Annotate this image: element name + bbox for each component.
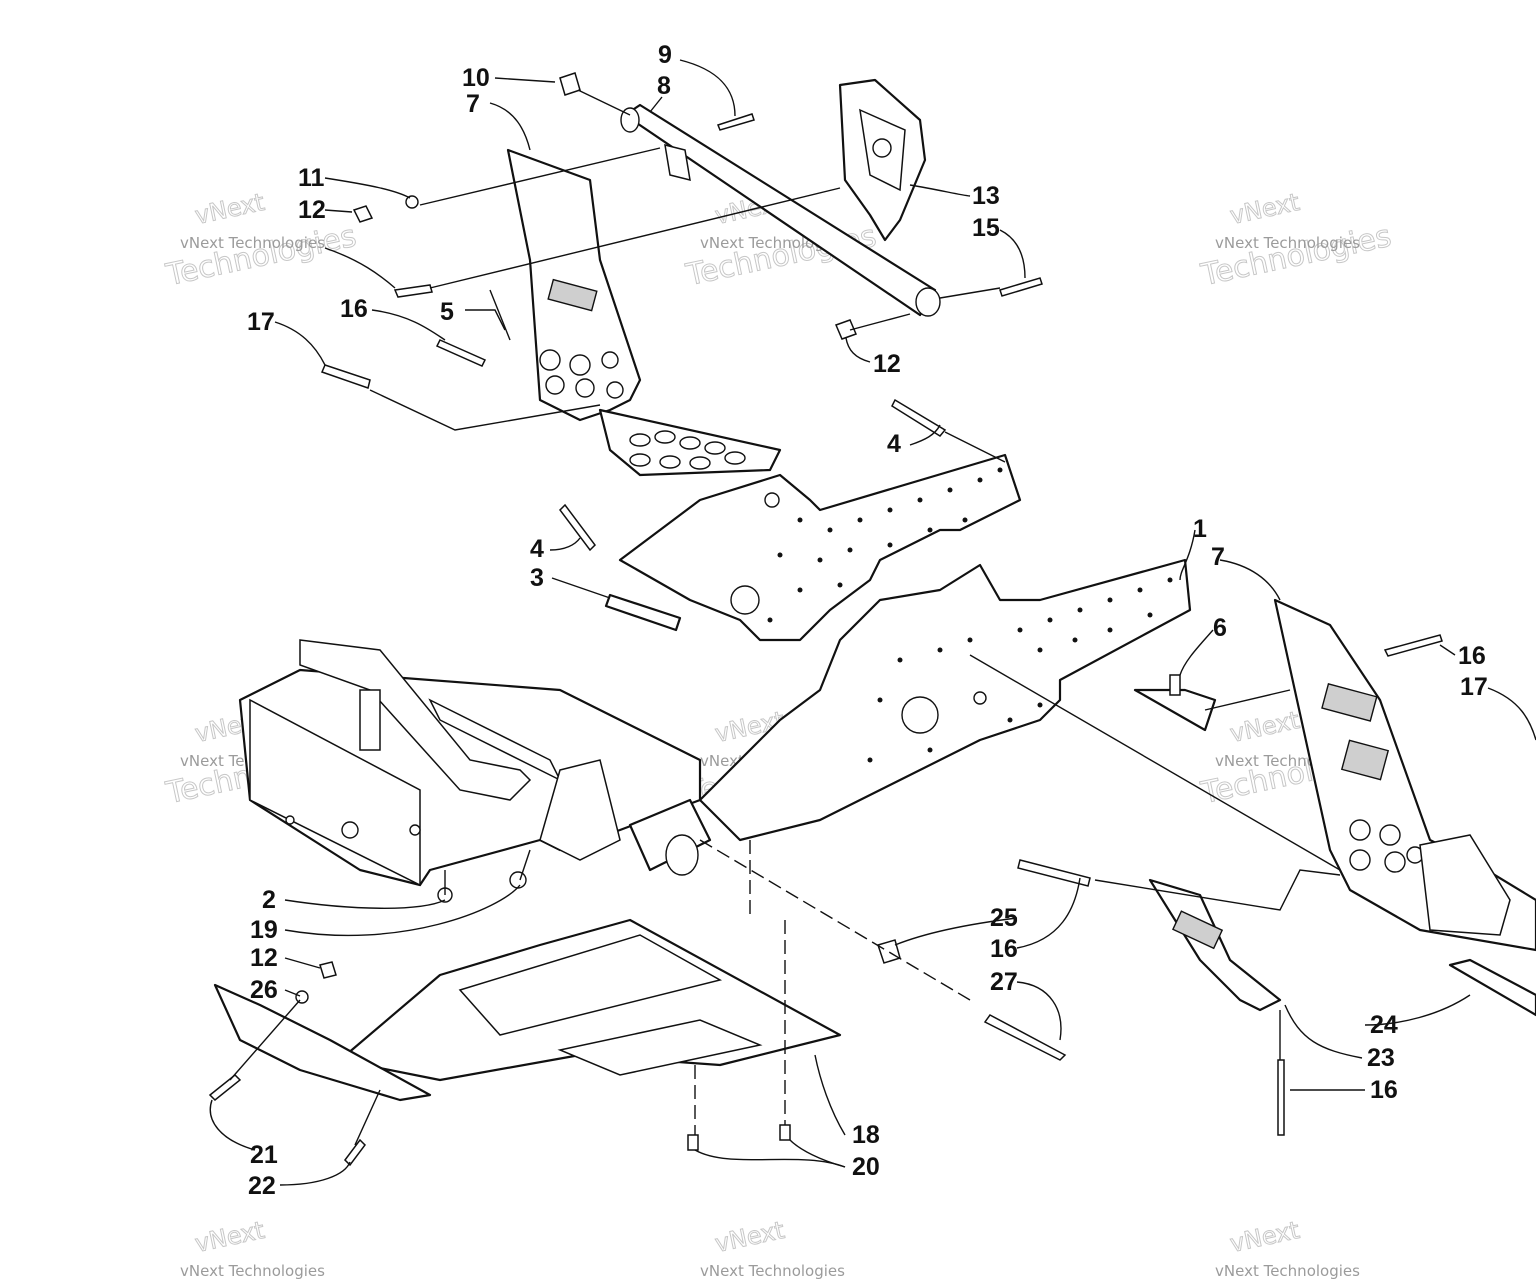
belly-pan	[213, 918, 842, 1102]
rivet-16	[1017, 859, 1091, 887]
watermark-brand: vNext	[192, 188, 266, 230]
callout-12: 12	[250, 944, 278, 972]
trim-strip	[604, 593, 682, 632]
callout-3: 3	[530, 564, 544, 592]
callout-labels: 10 9 8 7 11 12 13 15 12 16 5 17 4 4 3 1 …	[247, 41, 1488, 1200]
hardware	[208, 72, 1443, 1167]
callout-21: 21	[250, 1141, 278, 1169]
watermark-brand: vNext	[192, 1216, 266, 1258]
callout-22: 22	[248, 1172, 276, 1200]
watermark-text: vNext Technologies	[700, 1262, 845, 1280]
bolt-15	[999, 277, 1043, 297]
watermark-brand: vNext	[712, 1216, 786, 1258]
callout-23: 23	[1367, 1044, 1395, 1072]
watermark-large: Technologies	[163, 219, 360, 294]
plug-10	[559, 72, 581, 96]
callout-1: 1	[1193, 515, 1207, 543]
steering-support-bracket	[838, 78, 927, 242]
rivet-16	[1383, 634, 1443, 657]
callout-11: 11	[298, 164, 325, 192]
callout-25: 25	[990, 904, 1018, 932]
screw-22	[344, 1138, 366, 1167]
callout-15: 15	[972, 214, 1000, 242]
bolt	[393, 284, 433, 298]
callout-9: 9	[658, 41, 672, 69]
nut-12	[834, 319, 858, 340]
rivet-4	[559, 503, 596, 552]
callout-10: 10	[462, 64, 490, 92]
watermark-brand: vNext	[1227, 188, 1301, 230]
callout-17: 17	[1460, 673, 1488, 701]
rivet-16	[435, 339, 487, 367]
bracket-post	[1169, 674, 1181, 696]
rivet-27	[983, 1014, 1067, 1061]
rivet-4	[891, 398, 947, 437]
callout-4: 4	[530, 535, 544, 563]
watermark-text: vNext Technologies	[180, 1262, 325, 1280]
callout-2: 2	[262, 886, 276, 914]
callout-16: 16	[1370, 1076, 1398, 1104]
callout-4: 4	[887, 430, 901, 458]
watermark-text: vNext Technologies	[1215, 1262, 1360, 1280]
rivet-16	[1277, 1059, 1285, 1136]
callout-16: 16	[1458, 642, 1486, 670]
screw-21	[208, 1073, 242, 1102]
watermark-brand: vNext	[1227, 706, 1301, 748]
bolt-9	[717, 113, 755, 131]
callout-6: 6	[1213, 614, 1227, 642]
callout-7: 7	[466, 90, 480, 118]
screw-20	[779, 1124, 791, 1141]
callout-13: 13	[972, 182, 1000, 210]
callout-27: 27	[990, 968, 1018, 996]
callout-26: 26	[250, 976, 278, 1004]
callout-leaders	[209, 59, 1536, 1186]
watermark-text: vNext Technologies	[1215, 234, 1360, 252]
callout-17: 17	[247, 308, 275, 336]
nut-12	[352, 205, 374, 223]
callout-12: 12	[298, 196, 326, 224]
callout-8: 8	[657, 72, 671, 100]
strap	[1448, 958, 1536, 1017]
callout-16: 16	[340, 295, 368, 323]
left-footrest	[506, 148, 782, 477]
callout-12: 12	[873, 350, 901, 378]
rivet-17	[320, 364, 371, 389]
callout-20: 20	[852, 1153, 880, 1181]
rivet-dots	[767, 467, 1173, 763]
watermark-large: Technologies	[1198, 219, 1395, 294]
callout-24: 24	[1370, 1011, 1398, 1039]
nut-12	[319, 961, 337, 979]
watermark-brand: vNext	[1227, 1216, 1301, 1258]
callout-16: 16	[990, 935, 1018, 963]
steering-post	[620, 103, 941, 317]
callout-18: 18	[852, 1121, 880, 1149]
chassis-frame	[238, 453, 1192, 887]
screw-20	[687, 1134, 699, 1151]
callout-7: 7	[1211, 543, 1225, 571]
right-footrest	[1273, 598, 1536, 952]
callout-19: 19	[250, 916, 278, 944]
assembly-lines	[229, 89, 1341, 1146]
clip-25	[877, 939, 901, 964]
callout-5: 5	[440, 298, 454, 326]
watermark-text: vNext Technologies	[180, 234, 325, 252]
bracket	[1133, 688, 1217, 732]
